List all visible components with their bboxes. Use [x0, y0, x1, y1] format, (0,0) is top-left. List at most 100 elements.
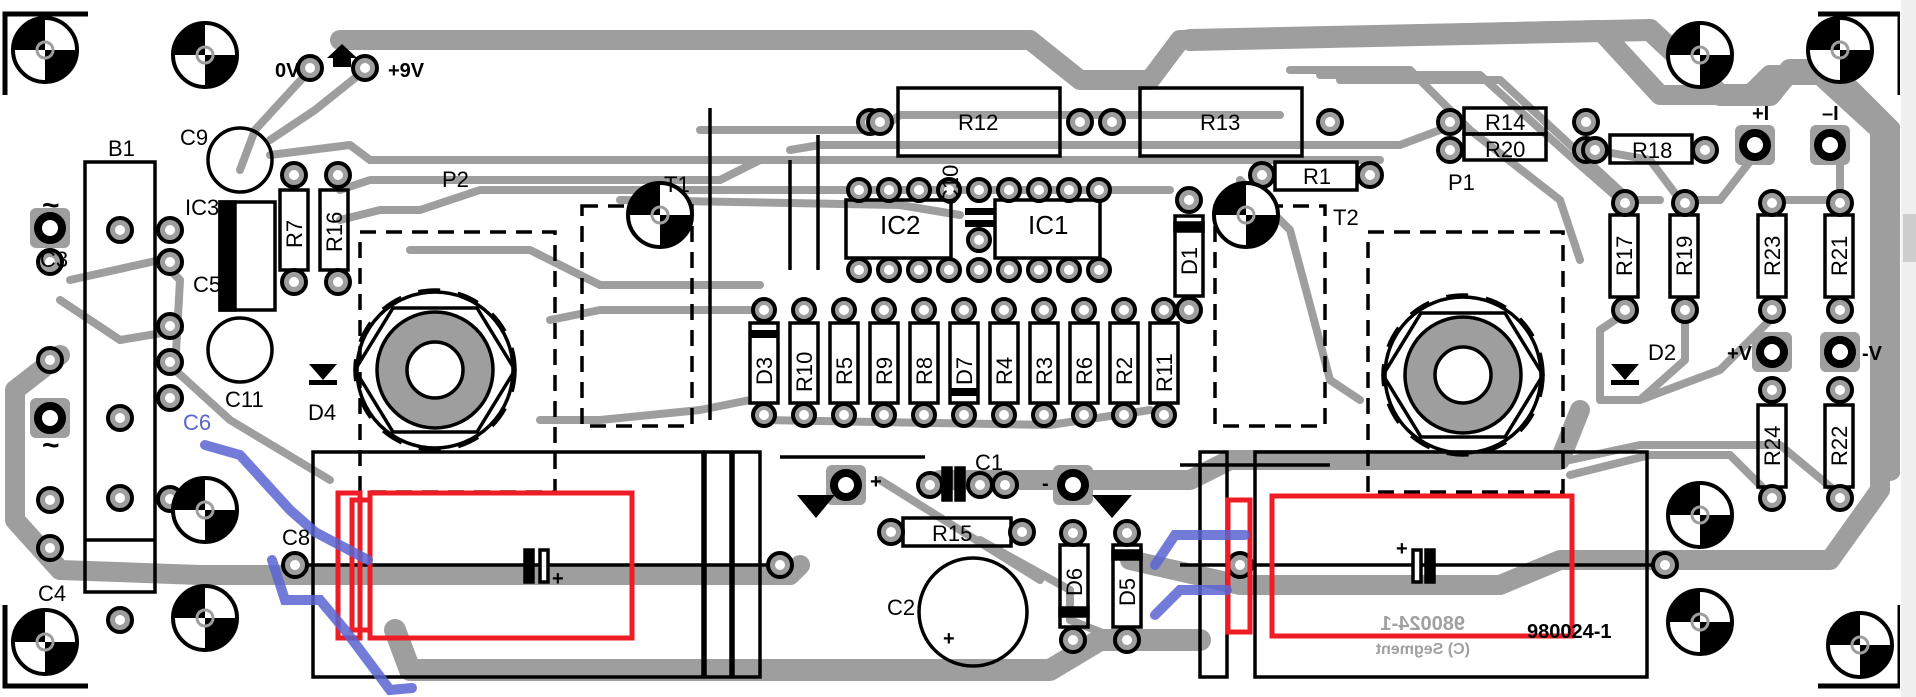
pad-hole	[1680, 198, 1690, 208]
label-part-number-mirrored: 980024-1	[1380, 613, 1465, 635]
mounting-holes	[2, 11, 1900, 689]
pad-hole	[1017, 527, 1027, 537]
ic-pin-hole	[1034, 265, 1044, 275]
pad-hole	[975, 480, 985, 490]
trace	[1316, 71, 1624, 204]
pad-hole	[1767, 305, 1777, 315]
label-r2: R2	[1112, 357, 1137, 385]
label-ic2: IC2	[880, 210, 920, 240]
r20-outline	[1462, 132, 1548, 162]
mounting-hole-quadrant	[205, 510, 237, 542]
label-c6: C6	[183, 410, 211, 435]
mounting-hole	[171, 584, 239, 652]
annotation-red-rect-left-inner-2	[349, 497, 373, 633]
mounting-hole	[11, 16, 79, 84]
mounting-hole-quadrant	[13, 610, 45, 642]
mounting-hole-center	[1830, 40, 1850, 60]
trace	[406, 246, 764, 289]
component-body	[908, 321, 940, 405]
trace-top-right-band	[1179, 19, 1900, 481]
mounting-hole-center	[35, 40, 55, 60]
pad-hole	[759, 410, 769, 420]
led-bar	[309, 380, 337, 385]
annotation-red-rect-right-inner	[1225, 497, 1253, 635]
terminal-pad-hole	[34, 402, 66, 434]
mounting-hole-quadrant	[1246, 215, 1278, 247]
label-c1: C1	[975, 450, 1003, 475]
corner-mark-top-right	[1818, 11, 1900, 95]
label-r3: R3	[1032, 357, 1057, 385]
annotation-blue	[200, 440, 1250, 696]
pad-hole	[759, 305, 769, 315]
label-c3: C3	[40, 247, 68, 272]
annotation-blue-stroke	[1150, 530, 1250, 570]
pad-hole	[45, 543, 55, 553]
label-r12: R12	[958, 110, 998, 135]
pad-hole	[875, 117, 885, 127]
ic-pin-hole	[944, 265, 954, 275]
label-r7: R7	[282, 220, 307, 248]
terminal-pad-hole	[1756, 336, 1788, 368]
mounting-hole	[1666, 481, 1734, 549]
trace	[1286, 66, 1584, 264]
pad-hole	[1184, 305, 1194, 315]
label-c4: C4	[38, 581, 66, 606]
trace	[266, 66, 369, 144]
cap-right-plate-neg	[1424, 548, 1436, 584]
mounting-hole-quadrant	[1828, 613, 1860, 645]
trace-mid-band	[930, 400, 1590, 490]
pad-hole	[1835, 198, 1845, 208]
pad-hole	[1581, 117, 1591, 127]
ic-pin-hole	[1094, 265, 1104, 275]
b1-outline	[83, 160, 157, 594]
label-r15: R15	[932, 521, 972, 546]
trace	[336, 156, 1384, 194]
middle-row-component-r5: R5	[828, 297, 860, 428]
terminal-pad-hole	[830, 469, 862, 501]
arrow-down-icon	[1092, 495, 1132, 518]
mounting-hole-center	[1850, 635, 1870, 655]
pad-hole	[839, 410, 849, 420]
led-d4-symbol	[309, 364, 337, 385]
corner-mark-bottom-left	[2, 605, 88, 689]
mounting-hole	[1666, 588, 1734, 656]
pad-hole	[45, 495, 55, 505]
power-connector-tab	[333, 55, 351, 67]
pad-hole	[1835, 385, 1845, 395]
mounting-hole-quadrant	[45, 642, 77, 674]
pad-hole	[1079, 410, 1089, 420]
label-d4: D4	[308, 400, 336, 425]
power-connector-marker	[327, 44, 357, 58]
vertical-scrollbar-track[interactable]	[1901, 0, 1916, 697]
d1-band	[1173, 221, 1205, 233]
label-0v: 0V	[275, 60, 300, 82]
label-c5: C5	[193, 272, 221, 297]
transistor-t2-body	[1212, 181, 1280, 249]
ic-pin-hole	[1004, 185, 1014, 195]
pad-hole	[1445, 145, 1455, 155]
pad-hole	[919, 305, 929, 315]
label-ic3: IC3	[185, 195, 219, 220]
pad-hole	[1590, 145, 1600, 155]
middle-row-component-r4: R4	[988, 297, 1020, 428]
mounting-hole-quadrant	[173, 586, 205, 618]
component-body	[1108, 321, 1140, 405]
pad-hole	[1257, 170, 1267, 180]
label-r21: R21	[1827, 236, 1852, 276]
mounting-hole-quadrant	[13, 18, 45, 50]
mounting-hole-center	[195, 608, 215, 628]
trace	[976, 536, 1124, 644]
pad-hole	[45, 257, 55, 267]
label-c11: C11	[225, 387, 264, 412]
pad-hole	[1680, 305, 1690, 315]
vertical-scrollbar-thumb[interactable]	[1903, 214, 1916, 262]
silkscreen	[83, 86, 1855, 679]
ic-pin-hole	[854, 265, 864, 275]
middle-row-component-r9: R9	[868, 297, 900, 428]
dynamic-marks	[11, 16, 1894, 679]
arrow-down-icon	[797, 495, 835, 518]
mounting-hole-center	[35, 632, 55, 652]
trace	[536, 396, 754, 424]
component-body	[788, 321, 820, 405]
pad-hole	[1835, 305, 1845, 315]
